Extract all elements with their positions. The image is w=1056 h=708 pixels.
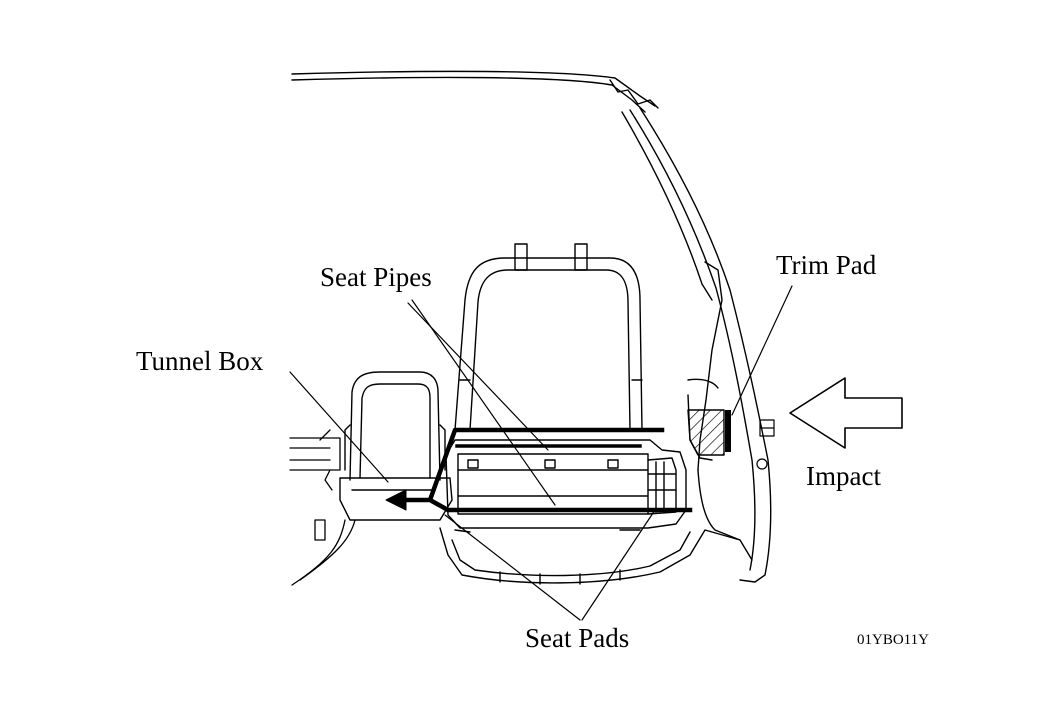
label-tunnel-box: Tunnel Box (136, 346, 264, 376)
label-trim-pad: Trim Pad (776, 250, 877, 280)
trim-pad-hatch (687, 409, 731, 456)
floor-pan (439, 527, 741, 585)
label-seat-pads: Seat Pads (525, 623, 630, 653)
roof-panel (291, 70, 659, 113)
seat-back-frame (454, 243, 643, 431)
leader-tunnel-box (289, 371, 389, 483)
impact-arrow (789, 377, 903, 449)
figure-code: 01YBO11Y (857, 632, 929, 648)
seat-cushion (445, 439, 687, 529)
leader-seat-pads-right (581, 509, 656, 621)
leader-seat-pads-left (444, 514, 581, 621)
leader-seat-pipes-lower (411, 299, 556, 506)
label-seat-pipes: Seat Pipes (320, 262, 432, 292)
leader-lines (289, 285, 793, 621)
door-latch (756, 419, 775, 470)
label-impact: Impact (806, 461, 881, 491)
load-direction-arrow (385, 489, 431, 511)
b-pillar-door-outline (621, 107, 772, 583)
leader-trim-pad (731, 285, 793, 416)
tunnel-box-console (339, 371, 453, 521)
left-floor-structure (289, 429, 356, 586)
